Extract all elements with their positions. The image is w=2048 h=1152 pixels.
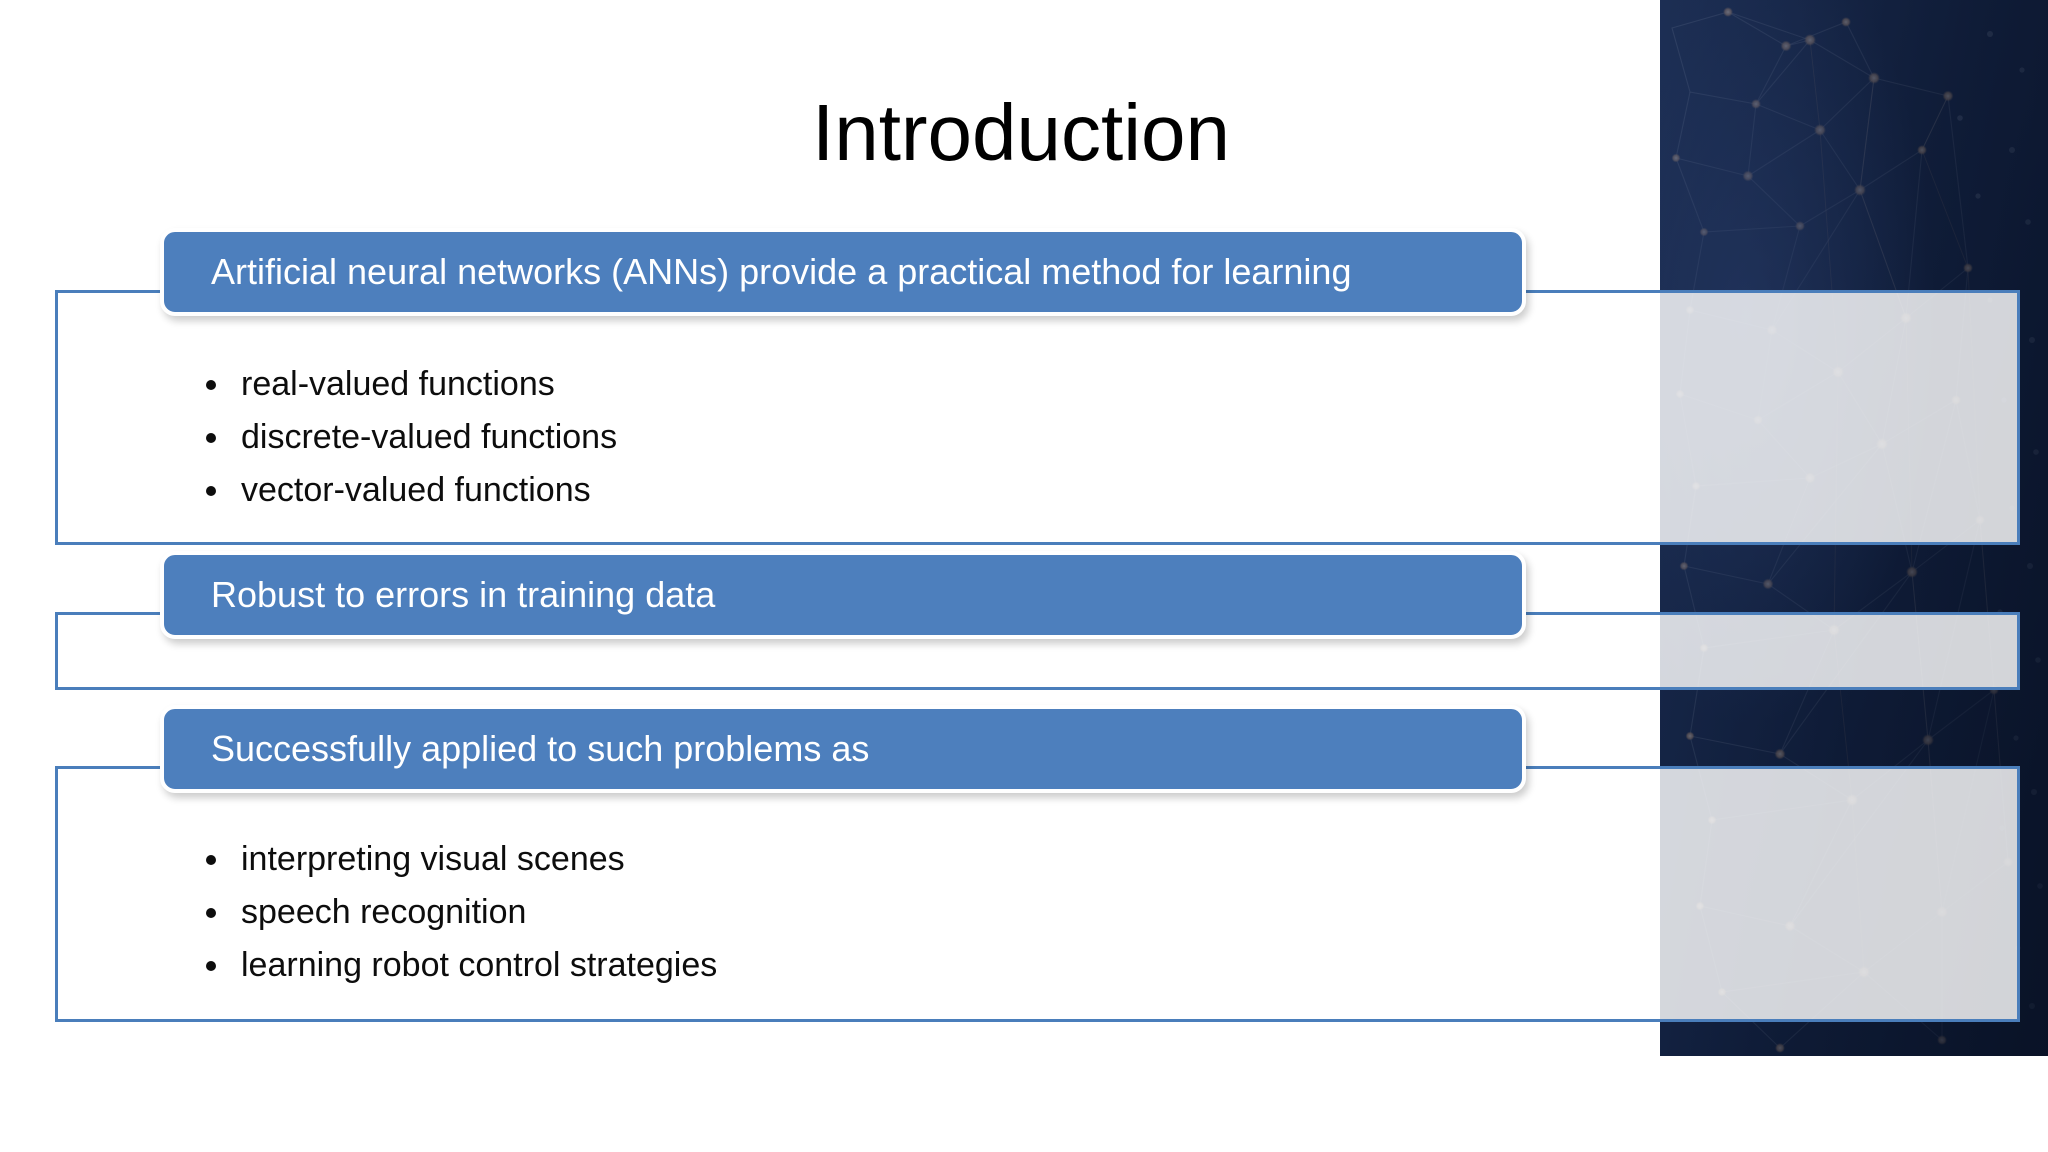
list-item: discrete-valued functions bbox=[200, 420, 617, 454]
list-item: speech recognition bbox=[200, 895, 717, 929]
page-title: Introduction bbox=[0, 93, 2048, 173]
list-item: real-valued functions bbox=[200, 367, 617, 401]
section-3-header-bar[interactable]: Successfully applied to such problems as bbox=[160, 705, 1526, 793]
section-3-bullet-list: interpreting visual scenes speech recogn… bbox=[200, 842, 717, 982]
section-3-box bbox=[55, 766, 2020, 1022]
section-2-header-label: Robust to errors in training data bbox=[211, 574, 716, 616]
section-1-header-bar[interactable]: Artificial neural networks (ANNs) provid… bbox=[160, 228, 1526, 316]
list-item: learning robot control strategies bbox=[200, 948, 717, 982]
section-2-header-bar[interactable]: Robust to errors in training data bbox=[160, 551, 1526, 639]
list-item: interpreting visual scenes bbox=[200, 842, 717, 876]
section-1-bullet-list: real-valued functions discrete-valued fu… bbox=[200, 367, 617, 507]
page-title-text: Introduction bbox=[811, 88, 1231, 177]
list-item: vector-valued functions bbox=[200, 473, 617, 507]
section-3-header-label: Successfully applied to such problems as bbox=[211, 728, 870, 770]
section-1-header-label: Artificial neural networks (ANNs) provid… bbox=[211, 251, 1352, 293]
